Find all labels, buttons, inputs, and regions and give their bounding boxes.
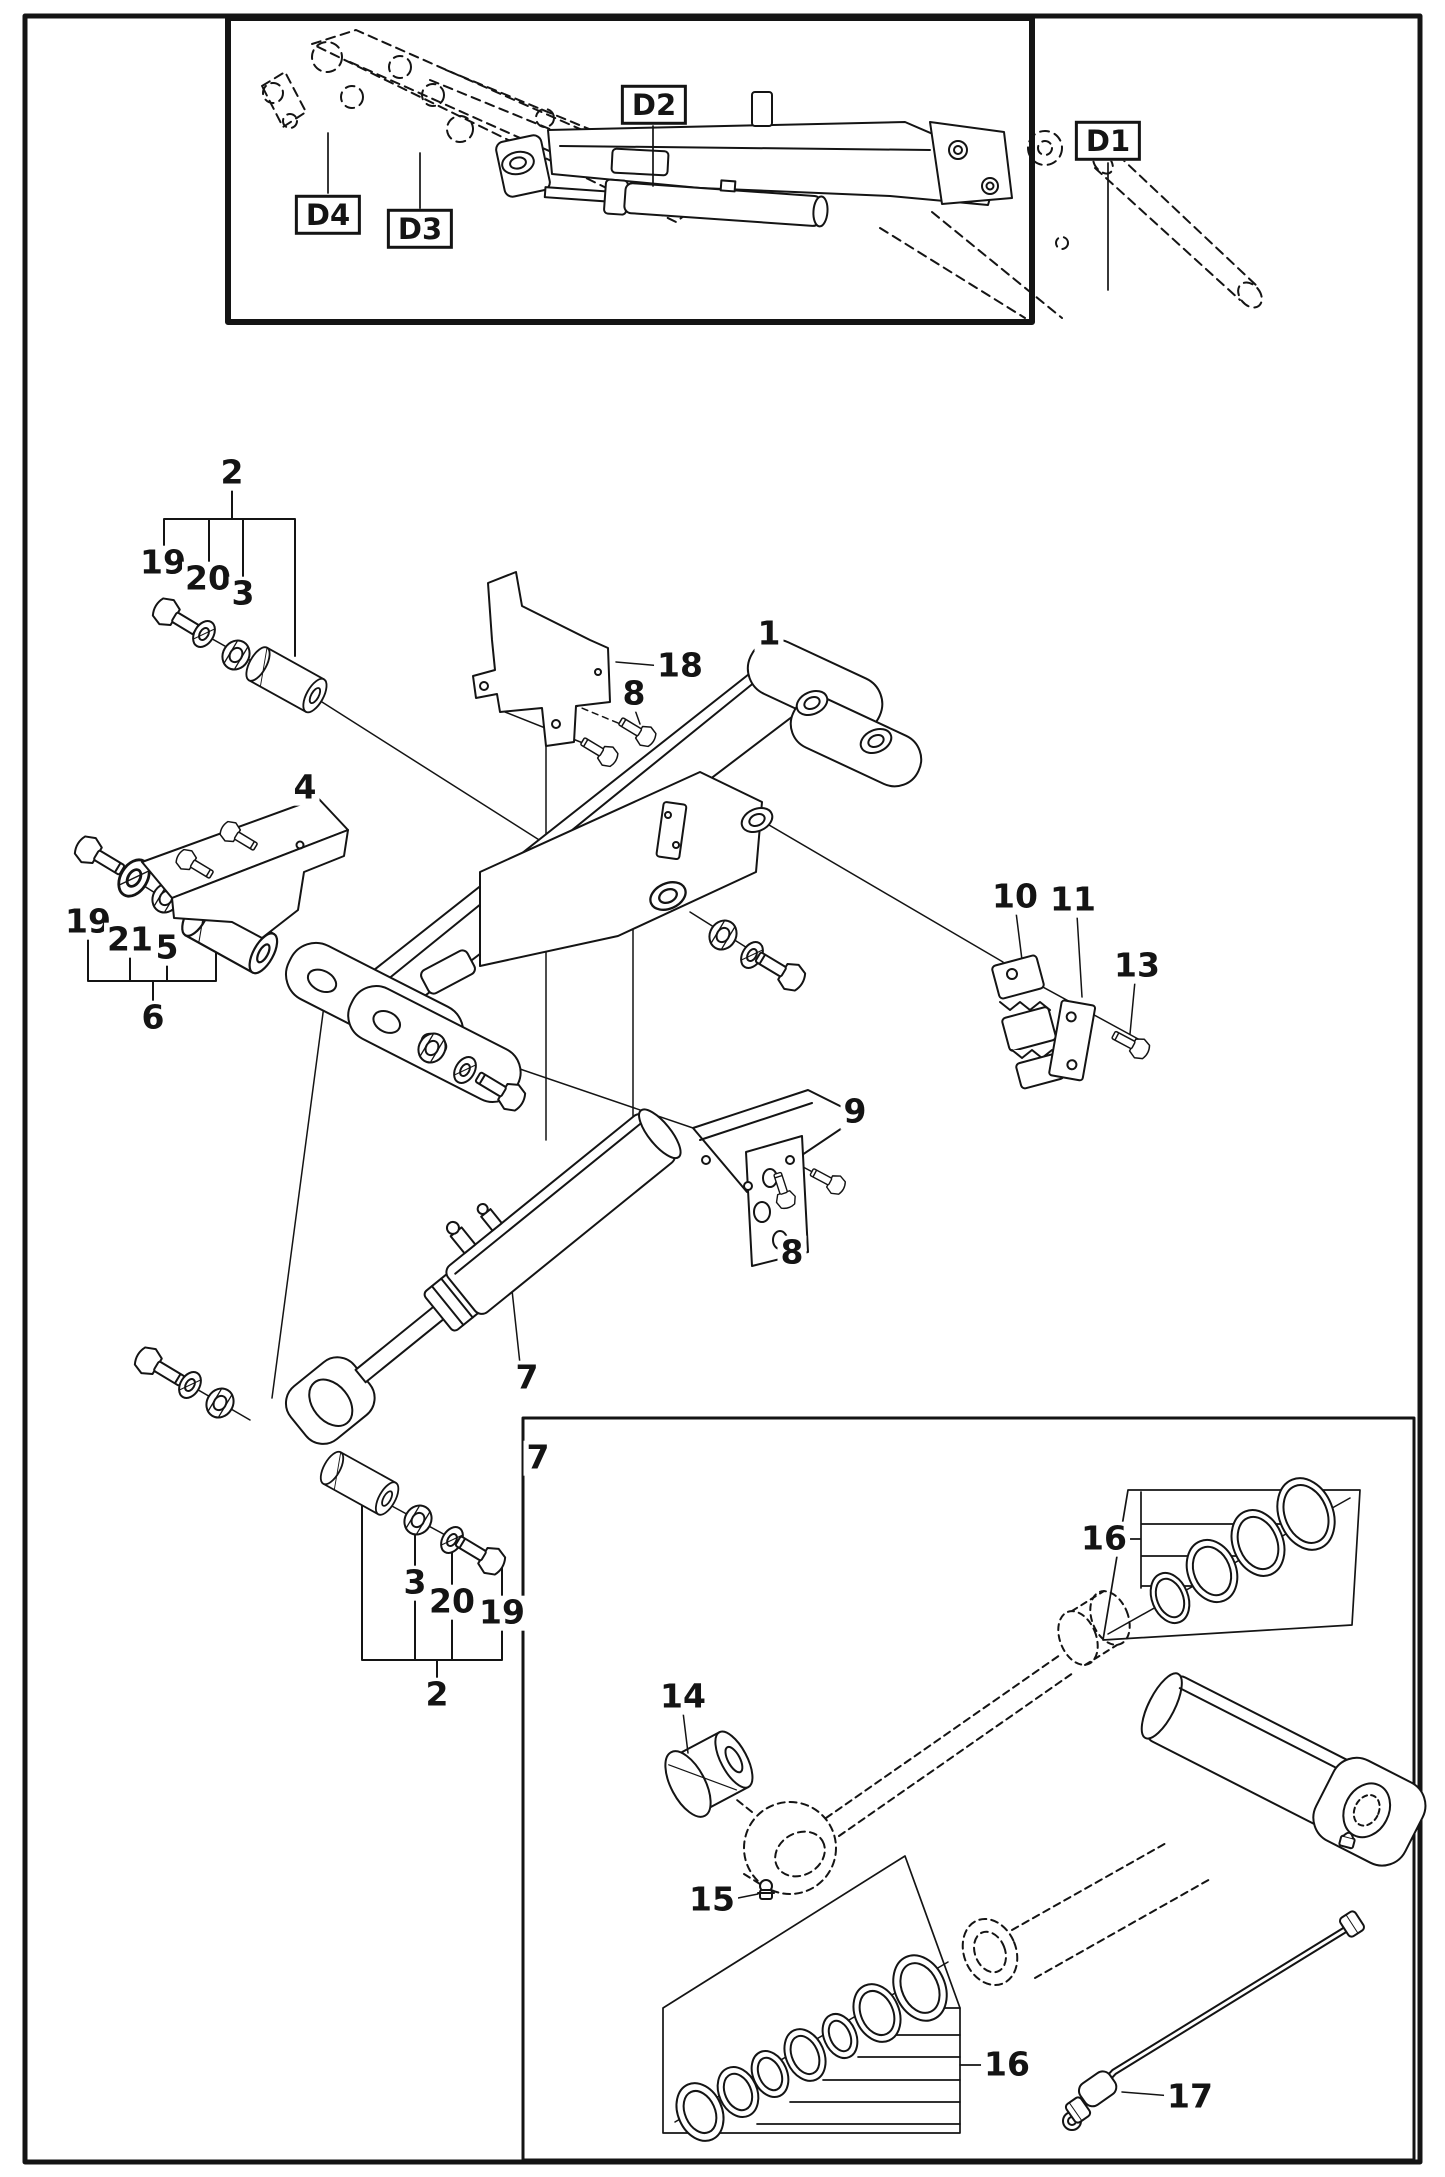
part-callout-16-26: 16 [981,2047,1033,2083]
part-callout-8-16: 8 [777,1235,807,1271]
bushing-14 [664,1730,754,1818]
dashed-links-barrel [961,1841,1213,1986]
part-callout-19-2: 19 [137,545,189,581]
part-callout-1-0: 1 [754,616,784,652]
part-callout-10-12: 10 [989,879,1041,915]
solid-boom [495,91,1013,228]
part-callout-4-7: 4 [290,770,320,806]
bracket-9 [692,1089,861,1267]
cylinder-detail-inset [521,1416,1427,2162]
part-callout-6-11: 6 [138,1000,168,1036]
part-callout-21-9: 21 [104,922,156,958]
part-callout-14-24: 14 [657,1679,709,1715]
part-callout-5-10: 5 [152,930,182,966]
dashed-cylinder-lowered [879,130,1263,319]
part-callout-7-22: 7 [523,1440,553,1476]
part-callout-19-20: 19 [476,1595,528,1631]
bracket-4 [141,797,349,939]
part-callout-18-5: 18 [654,648,706,684]
part-callout-11-13: 11 [1047,882,1099,918]
part-callout-2-1: 2 [217,455,247,491]
seal-kit-bottom [662,1855,989,2142]
clamp-10-11-13 [991,954,1154,1090]
grease-fitting-15 [757,1879,775,1900]
part-callout-3-18: 3 [400,1565,430,1601]
view-callout-D1: D1 [1074,120,1142,162]
part-callout-2-21: 2 [422,1677,452,1713]
plug [1338,1831,1356,1850]
part-callout-17-27: 17 [1164,2079,1216,2115]
view-callout-D3: D3 [386,208,454,250]
bracket-18 [472,571,660,771]
part-callout-9-15: 9 [840,1094,870,1130]
part-callout-15-25: 15 [686,1882,738,1918]
part-callout-20-3: 20 [182,561,234,597]
part-callout-16-23: 16 [1078,1521,1130,1557]
view-callout-D2: D2 [620,84,688,126]
seal-kit-top [1057,1477,1361,1666]
view-callout-D4: D4 [294,194,362,236]
part-callout-7-17: 7 [512,1360,542,1396]
part-callout-20-19: 20 [426,1584,478,1620]
assembled-view-inset [225,15,1263,325]
part-callout-3-4: 3 [228,576,258,612]
part-callout-8-6: 8 [619,676,649,712]
pipe-17 [1062,1910,1366,2131]
d-label-leaders [327,125,1109,291]
part-callout-13-14: 13 [1111,948,1163,984]
dashed-rod [736,1654,1074,1895]
lift-cylinder [129,1108,682,1581]
